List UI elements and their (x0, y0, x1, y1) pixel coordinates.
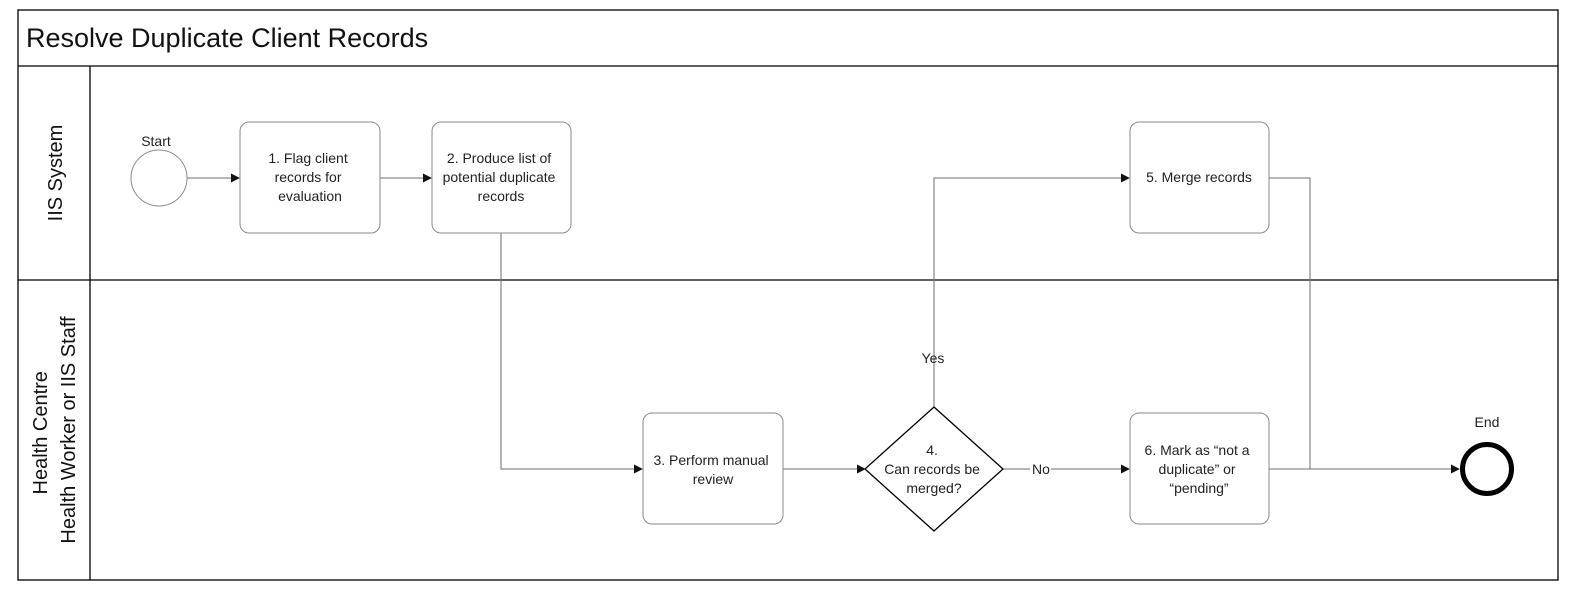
task-box (239, 121, 381, 234)
task-label-line: 3. Perform manual (653, 452, 768, 468)
lane-label: IIS System (45, 125, 67, 222)
task-label-line: evaluation (278, 188, 342, 204)
task-mark-not-duplicate: 6. Mark as “not a duplicate” or “pending… (1129, 412, 1270, 525)
task-label-line: duplicate” or (1159, 461, 1236, 477)
task-label: 3. Perform manual review (653, 452, 772, 487)
task-produce-duplicate-list: 2. Produce list of potential duplicate r… (431, 121, 572, 234)
task-label-line: 1. Flag client (268, 150, 347, 166)
edge-yes-to-step5 (933, 173, 1130, 372)
end-circle (1460, 442, 1514, 496)
end-event: End (1460, 414, 1514, 496)
edge-step5-to-end (1269, 177, 1311, 469)
lane-label-line: IIS System (45, 125, 67, 222)
diagram-title: Resolve Duplicate Client Records (26, 23, 428, 53)
task-label-line: “pending” (1169, 480, 1228, 496)
end-label: End (1475, 414, 1500, 430)
decision-label-line: Can records be (884, 461, 980, 477)
task-label: 6. Mark as “not a duplicate” or “pending… (1145, 442, 1254, 496)
task-merge-records: 5. Merge records (1129, 121, 1270, 234)
start-circle (130, 149, 188, 207)
task-label-line: 5. Merge records (1146, 169, 1252, 185)
task-label: 2. Produce list of potential duplicate r… (443, 150, 560, 204)
pool-frame (17, 9, 1559, 581)
start-event: Start (130, 133, 188, 207)
lane-health-centre: Health Centre Health Worker or IIS Staff (30, 316, 80, 544)
lane-label-line: Health Centre (30, 371, 52, 494)
task-label-line: potential duplicate (443, 169, 556, 185)
task-box (642, 412, 784, 525)
edge-label-no: No (1032, 461, 1050, 477)
task-label-line: review (693, 471, 734, 487)
decision-diamond (864, 406, 1004, 532)
start-label: Start (141, 133, 171, 149)
edge-step2-to-step3 (500, 233, 643, 474)
decision-label-line: 4. (926, 442, 938, 458)
task-label-line: records for (275, 169, 342, 185)
task-box (1129, 412, 1270, 525)
edge-label-yes: Yes (922, 350, 945, 366)
decision-label-line: merged? (906, 480, 961, 496)
decision-label: 4. Can records be merged? (884, 442, 984, 496)
lane-label: Health Centre Health Worker or IIS Staff (30, 316, 80, 544)
task-label-line: records (478, 188, 525, 204)
task-manual-review: 3. Perform manual review (642, 412, 784, 525)
task-flag-client-records: 1. Flag client records for evaluation (239, 121, 381, 234)
task-label-line: 2. Produce list of (447, 150, 551, 166)
lane-iis-system: IIS System (45, 125, 67, 222)
task-label: 1. Flag client records for evaluation (268, 150, 351, 204)
task-label: 5. Merge records (1146, 169, 1252, 185)
task-box (431, 121, 572, 234)
task-box (1129, 121, 1270, 234)
decision-can-merge: 4. Can records be merged? (864, 406, 1004, 532)
lane-label-line: Health Worker or IIS Staff (58, 316, 80, 544)
task-label-line: 6. Mark as “not a (1145, 442, 1250, 458)
